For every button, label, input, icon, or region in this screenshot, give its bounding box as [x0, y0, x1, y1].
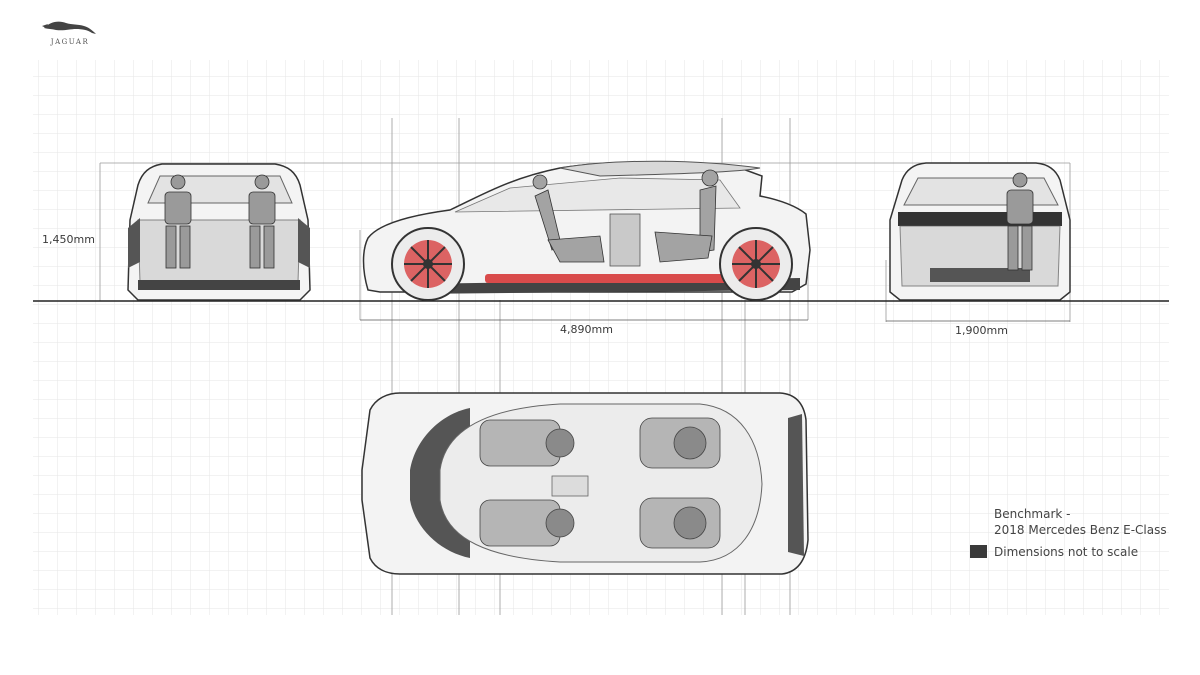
rear-occupant: [1006, 172, 1034, 271]
occupant-right: [248, 174, 276, 269]
dimension-lines: [360, 319, 1070, 322]
width-dimension-label: 1,900mm: [955, 324, 1008, 337]
side-seats: [532, 169, 719, 263]
height-dimension-label: 1,450mm: [42, 233, 95, 246]
brand-wordmark: JAGUAR: [50, 38, 90, 46]
legend-benchmark-vehicle: 2018 Mercedes Benz E-Class: [994, 523, 1167, 537]
length-dimension-label: 4,890mm: [560, 323, 613, 336]
rear-view: [889, 162, 1071, 301]
benchmark-swatch: [970, 545, 987, 558]
legend-note: Dimensions not to scale: [994, 545, 1139, 559]
benchmark-legend: Benchmark - 2018 Mercedes Benz E-Class: [994, 506, 1167, 538]
rear-wheel: [719, 227, 793, 301]
front-view: [127, 163, 311, 301]
side-view: [362, 160, 811, 301]
front-wheel: [391, 227, 465, 301]
jaguar-logo: JAGUAR: [38, 14, 102, 50]
battery-pack: [485, 274, 755, 283]
top-seats: [479, 417, 721, 549]
occupant-left: [164, 174, 192, 269]
legend-title: Benchmark -: [994, 507, 1071, 521]
top-view: [361, 392, 809, 575]
leaper-icon: [42, 21, 96, 34]
